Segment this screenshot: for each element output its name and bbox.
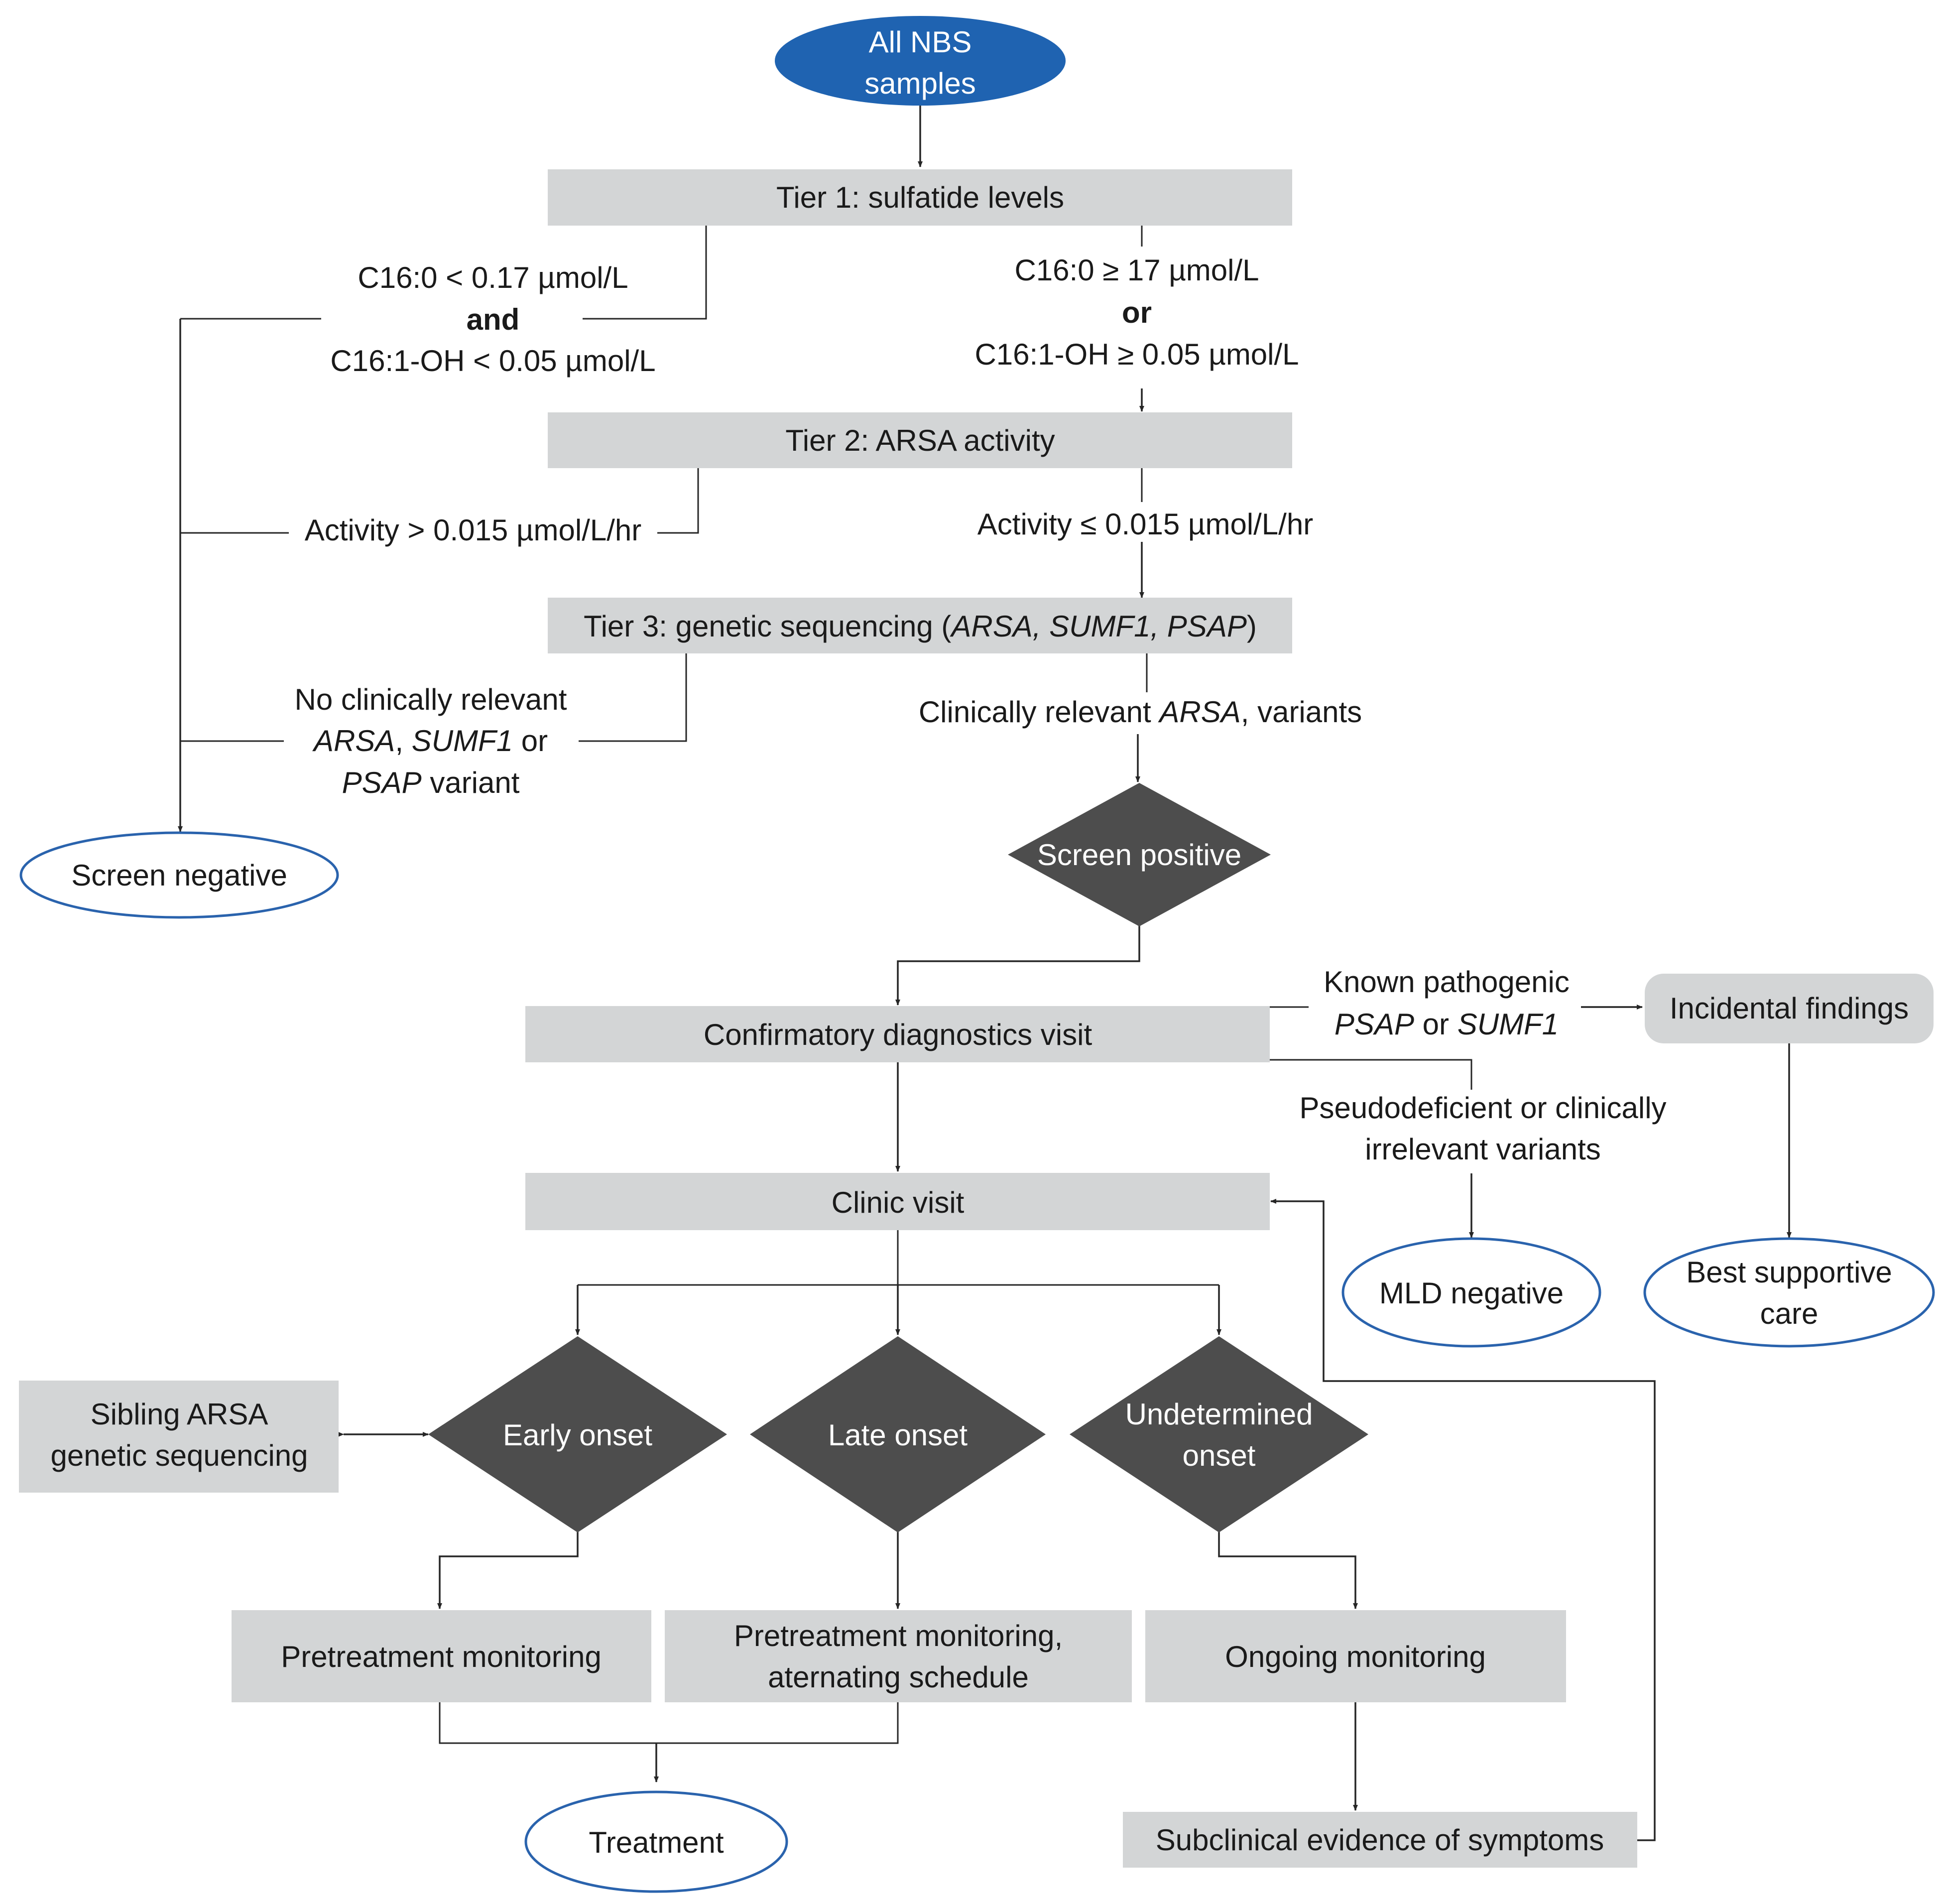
late-onset-label: Late onset — [828, 1418, 968, 1452]
screen-positive-label: Screen positive — [1037, 838, 1241, 872]
edge-confirm-pseudo — [1270, 1059, 1472, 1090]
tier3-negative-label: No clinically relevant ARSA, SUMF1 or PS… — [295, 683, 567, 799]
connectors — [178, 106, 1792, 1841]
mld-negative-label: MLD negative — [1379, 1276, 1564, 1310]
start-node: All NBS samples — [775, 16, 1066, 106]
pretreatment-alt-line1: Pretreatment monitoring, — [734, 1619, 1063, 1652]
tier2-negative-label: Activity > 0.015 µmol/L/hr — [305, 513, 642, 547]
ongoing-monitoring-label: Ongoing monitoring — [1225, 1640, 1486, 1673]
ongoing-monitoring-box: Ongoing monitoring — [1145, 1610, 1566, 1702]
pretreatment-box: Pretreatment monitoring — [232, 1610, 651, 1702]
mld-negative-node: MLD negative — [1341, 1237, 1601, 1348]
edge-early-pretreat — [437, 1531, 579, 1609]
start-label-line2: samples — [864, 67, 975, 100]
pretreatment-alternating-box: Pretreatment monitoring, aternating sche… — [665, 1610, 1132, 1702]
tier3-positive-label: Clinically relevant ARSA, variants — [919, 695, 1362, 729]
undetermined-onset-node: Undetermined onset — [1070, 1336, 1368, 1532]
sibling-sequencing-box: Sibling ARSA genetic sequencing — [19, 1381, 339, 1493]
svg-text:C16:1-OH ≥ 0.05 µmol/L: C16:1-OH ≥ 0.05 µmol/L — [974, 338, 1299, 371]
tier1-positive-label: C16:0 ≥ 17 µmol/L or C16:1-OH ≥ 0.05 µmo… — [974, 254, 1299, 371]
tier3-label: Tier 3: genetic sequencing (ARSA, SUMF1,… — [584, 610, 1257, 643]
start-oval — [775, 16, 1066, 106]
late-onset-node: Late onset — [750, 1336, 1046, 1532]
screen-positive-node: Screen positive — [1008, 783, 1271, 926]
tier1-negative-label: C16:0 < 0.17 µmol/L and C16:1-OH < 0.05 … — [330, 261, 655, 378]
pseudodeficient-label: Pseudodeficient or clinically irrelevant… — [1299, 1091, 1666, 1166]
svg-text:ARSA, SUMF1 or: ARSA, SUMF1 or — [312, 724, 548, 758]
confirmatory-label: Confirmatory diagnostics visit — [704, 1018, 1092, 1051]
tier1-label: Tier 1: sulfatide levels — [776, 181, 1064, 214]
edge-tier1-neg-right — [583, 226, 707, 320]
svg-text:Pseudodeficient or clinically: Pseudodeficient or clinically — [1299, 1091, 1666, 1125]
sibling-line2: genetic sequencing — [50, 1439, 308, 1472]
svg-text:or: or — [1122, 296, 1152, 329]
incidental-findings-node: Incidental findings — [1645, 974, 1934, 1043]
svg-text:irrelevant variants: irrelevant variants — [1365, 1133, 1601, 1166]
edge-tier2-neg-right — [657, 468, 699, 534]
confirmatory-box: Confirmatory diagnostics visit — [525, 1006, 1270, 1062]
treatment-node: Treatment — [524, 1790, 788, 1893]
svg-text:PSAP or SUMF1: PSAP or SUMF1 — [1335, 1008, 1559, 1041]
best-care-line2: care — [1760, 1297, 1819, 1330]
svg-text:C16:0 ≥ 17 µmol/L: C16:0 ≥ 17 µmol/L — [1014, 254, 1259, 287]
tier2-box: Tier 2: ARSA activity — [548, 412, 1292, 468]
pretreatment-label: Pretreatment monitoring — [281, 1640, 602, 1673]
pretreatment-alt-line2: aternating schedule — [768, 1660, 1029, 1694]
tier3-box: Tier 3: genetic sequencing (ARSA, SUMF1,… — [548, 598, 1292, 653]
edge-tier3-neg-right — [579, 653, 687, 742]
svg-text:Known pathogenic: Known pathogenic — [1324, 965, 1570, 999]
tier2-positive-label: Activity ≤ 0.015 µmol/L/hr — [977, 508, 1313, 541]
svg-text:No clinically relevant: No clinically relevant — [295, 683, 567, 716]
edge-positive-confirmatory — [895, 925, 1140, 1006]
tier2-label: Tier 2: ARSA activity — [785, 424, 1055, 457]
screen-negative-node: Screen negative — [19, 831, 339, 919]
svg-text:C16:0 < 0.17 µmol/L: C16:0 < 0.17 µmol/L — [358, 261, 628, 294]
undetermined-line1: Undetermined — [1125, 1397, 1313, 1431]
clinic-visit-box: Clinic visit — [525, 1173, 1270, 1230]
incidental-findings-label: Incidental findings — [1670, 992, 1909, 1025]
early-onset-node: Early onset — [428, 1336, 727, 1532]
undetermined-line2: onset — [1183, 1439, 1256, 1472]
svg-text:PSAP variant: PSAP variant — [342, 766, 520, 799]
start-label-line1: All NBS — [869, 25, 972, 59]
best-supportive-care-node: Best supportive care — [1643, 1237, 1935, 1348]
known-pathogenic-label: Known pathogenic PSAP or SUMF1 — [1324, 965, 1570, 1041]
edge-undetermined-ongoing — [1218, 1531, 1358, 1609]
treatment-label: Treatment — [589, 1826, 724, 1859]
subclinical-box: Subclinical evidence of symptoms — [1123, 1812, 1637, 1868]
edge-pretreat-join — [439, 1702, 899, 1744]
clinic-visit-label: Clinic visit — [832, 1186, 965, 1219]
subclinical-label: Subclinical evidence of symptoms — [1156, 1823, 1604, 1857]
early-onset-label: Early onset — [503, 1418, 652, 1452]
svg-text:C16:1-OH < 0.05 µmol/L: C16:1-OH < 0.05 µmol/L — [330, 344, 655, 378]
best-care-line1: Best supportive — [1686, 1256, 1892, 1289]
sibling-line1: Sibling ARSA — [91, 1397, 268, 1431]
svg-text:and: and — [467, 303, 520, 336]
screen-negative-label: Screen negative — [71, 859, 287, 892]
tier1-box: Tier 1: sulfatide levels — [548, 169, 1292, 226]
edge-subclinical-clinic — [1270, 1199, 1656, 1841]
